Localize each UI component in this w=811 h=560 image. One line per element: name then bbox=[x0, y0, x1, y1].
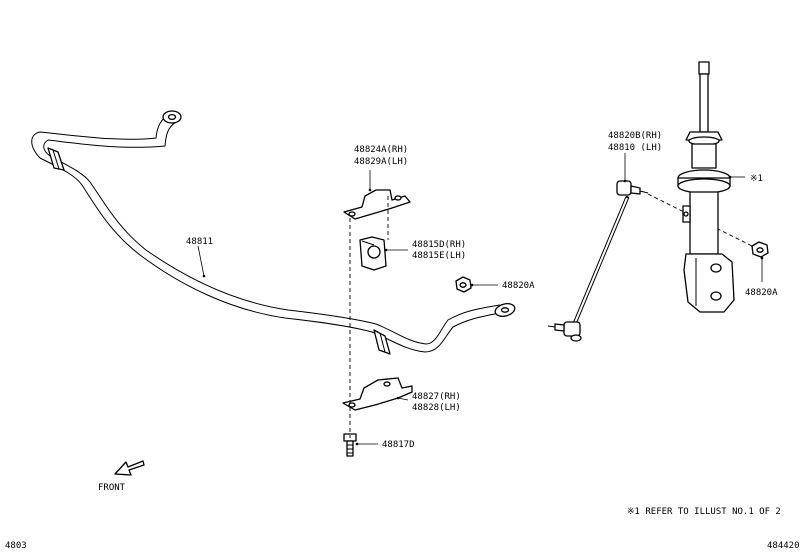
label-link-lh: 48810 (LH) bbox=[608, 143, 662, 153]
label-upper-bracket-rh: 48824A(RH) bbox=[354, 145, 408, 155]
label-lower-bracket-lh: 48828(LH) bbox=[412, 403, 461, 413]
label-link-rh: 48820B(RH) bbox=[608, 131, 662, 141]
strut-assembly[interactable] bbox=[677, 61, 735, 313]
label-stabilizer-bar: 48811 bbox=[186, 237, 213, 247]
nut-center[interactable] bbox=[455, 276, 472, 293]
page-number-right: 484420 bbox=[767, 541, 800, 551]
stabilizer-bar[interactable] bbox=[31, 110, 516, 355]
label-bushing-lh: 48815E(LH) bbox=[412, 251, 466, 261]
leader-lines bbox=[197, 153, 763, 445]
label-front: FRONT bbox=[98, 483, 126, 493]
upper-bracket[interactable] bbox=[343, 189, 411, 220]
lower-bracket[interactable] bbox=[342, 377, 413, 411]
label-bolt: 48817D bbox=[382, 440, 415, 450]
bushing[interactable] bbox=[359, 236, 387, 271]
stabilizer-link[interactable] bbox=[547, 180, 649, 342]
label-nut-right: 48820A bbox=[745, 288, 778, 298]
label-upper-bracket-lh: 48829A(LH) bbox=[354, 157, 408, 167]
label-strut-ref: ※1 bbox=[750, 174, 763, 184]
page-number-left: 4803 bbox=[5, 541, 27, 551]
label-lower-bracket-rh: 48827(RH) bbox=[412, 392, 461, 402]
label-nut-center: 48820A bbox=[502, 281, 535, 291]
refer-note: ※1 REFER TO ILLUST NO.1 OF 2 bbox=[627, 507, 781, 517]
nut-right[interactable] bbox=[751, 241, 769, 258]
front-arrow-icon bbox=[114, 460, 145, 476]
label-bushing-rh: 48815D(RH) bbox=[412, 240, 466, 250]
